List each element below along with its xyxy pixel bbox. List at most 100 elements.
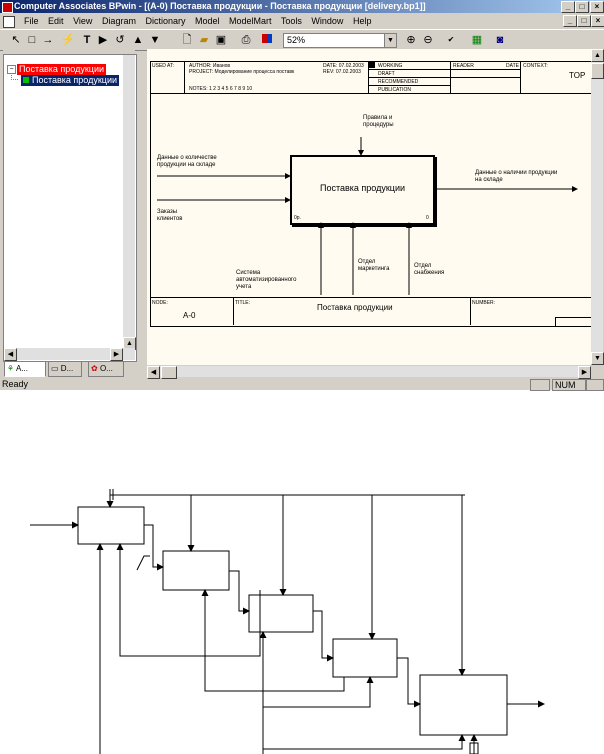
modelmart-icon[interactable]: ◙ [496,34,504,46]
explorer-title-bar [3,50,135,54]
title-value: Поставка продукции [317,303,393,312]
bpwin-window: Computer Associates BPwin - [(A-0) Поста… [0,0,604,391]
status-recommended: RECOMMENDED [378,79,419,85]
canvas-scroll-left-button[interactable]: ◀ [147,366,160,379]
undo-icon[interactable]: ↺ [115,34,125,46]
tree-root-item[interactable]: Поставка продукции [17,64,107,75]
header-col [450,77,520,78]
header-col [450,69,520,70]
doc-restore-button[interactable]: □ [577,15,591,27]
header-col [368,69,450,70]
canvas-vertical-scrollbar[interactable]: ▲ ▼ [591,49,604,365]
tab-activities[interactable]: ⚘ A... [4,361,46,377]
activity-box[interactable]: Поставка продукции 0р. 0 [290,155,435,225]
block-3 [248,594,314,633]
notes-text: NOTES: 1 2 3 4 5 6 7 8 9 10 [189,86,253,92]
status-working: WORKING [378,63,403,69]
menu-diagram[interactable]: Diagram [101,16,136,26]
doc-close-button[interactable]: × [591,15,604,27]
header-divider [150,93,591,94]
footer-col [233,297,234,325]
activity-number: 0 [426,215,429,221]
number-label: NUMBER: [472,300,496,306]
doc-icon[interactable] [3,16,15,28]
block-4 [332,638,398,678]
output-label: Данные о наличии продукции на складе [475,170,558,183]
menu-tools[interactable]: Tools [280,16,302,26]
zoom-value: 52% [287,35,306,45]
status-panel [586,379,604,391]
zoom-out-icon[interactable]: ⊖ [423,34,433,46]
num-lock-indicator: NUM [552,379,586,391]
pointer-tool-icon[interactable]: ↖ [11,34,21,46]
tree-horizontal-scrollbar[interactable]: ◀ ▶ [4,348,135,361]
save-icon[interactable]: ▣ [215,34,227,46]
canvas-scroll-right-button[interactable]: ▶ [578,366,591,379]
activity-icon [23,77,29,83]
menu-dictionary[interactable]: Dictionary [145,16,186,26]
explorer-tabs: ⚘ A... ▭ D... ✿ O... [4,361,138,377]
down-level-icon[interactable]: ▼ [149,34,161,46]
status-publication: PUBLICATION [378,87,411,93]
status-bar: Ready NUM [0,379,604,391]
working-checkbox [369,62,375,68]
menu-file[interactable]: File [24,16,39,26]
canvas-horizontal-scrollbar[interactable]: ◀ ▶ [147,366,591,379]
mechanism-label-1: Система автоматизированного учета [236,270,297,290]
input-label-2: Заказы клиентов [157,209,183,222]
diagram-canvas[interactable]: USED AT: AUTHOR: Иванов PROJECT: Моделир… [147,49,591,365]
squiggle-tool-icon[interactable]: ⚡ [61,34,75,46]
open-file-icon[interactable]: ▰ [199,34,209,46]
chevron-down-icon[interactable]: ▼ [384,34,396,47]
color-icon[interactable] [260,33,274,47]
rev-text: REV: 07.02.2003 [323,69,361,75]
scroll-right-button[interactable]: ▶ [110,348,123,361]
zoom-select[interactable]: 52% ▼ [283,33,397,48]
tab-diagrams[interactable]: ▭ D... [48,361,82,377]
footer-box [555,317,591,326]
tree-child-item[interactable]: Поставка продукции [21,75,120,86]
menu-edit[interactable]: Edit [48,16,64,26]
up-level-icon[interactable]: ▲ [132,34,144,46]
menu-view[interactable]: View [73,16,93,26]
spell-check-icon[interactable]: ✔ [447,35,455,44]
tab-objects[interactable]: ✿ O... [88,361,124,377]
menu-model[interactable]: Model [195,16,220,26]
arrow-tool-icon[interactable]: → [42,34,54,46]
maximize-button[interactable]: □ [575,1,589,13]
doc-minimize-button[interactable]: _ [563,15,577,27]
mechanism-label-3: Отдел снабжения [414,263,445,276]
new-file-icon[interactable]: 🗋 [182,34,192,46]
canvas-hscroll-thumb[interactable] [161,366,177,379]
input-label-1: Данные о количестве продукции на складе [157,155,217,168]
author-text: AUTHOR: Иванов [189,63,231,69]
tree-vertical-scrollbar[interactable]: ▲ [123,55,136,350]
activity-cost: 0р. [294,215,301,221]
zoom-in-icon[interactable]: ⊕ [406,34,416,46]
used-at-label: USED AT: [152,63,174,69]
minimize-button[interactable]: _ [561,1,575,13]
model-tree: − Поставка продукции Поставка продукции … [3,54,137,362]
close-button[interactable]: × [590,1,604,13]
window-title: Computer Associates BPwin - [(A-0) Поста… [14,1,426,11]
text-tool-icon[interactable]: T [83,34,91,46]
status-draft: DRAFT [378,71,395,77]
status-panel [530,379,550,391]
print-icon[interactable]: ⎙ [241,34,251,46]
diagram-frame [150,61,591,327]
menu-modelmart[interactable]: ModelMart [229,16,272,26]
box-tool-icon[interactable]: □ [28,34,36,46]
next-level-icon[interactable]: ▶ [98,34,108,46]
menu-help[interactable]: Help [352,16,372,26]
context-label: CONTEXT: [523,63,548,69]
model-explorer-icon[interactable]: ▦ [471,34,483,46]
canvas-scroll-up-button[interactable]: ▲ [591,49,604,62]
canvas-scroll-thumb[interactable] [591,63,604,79]
staircase-diagram [30,489,545,754]
menu-window[interactable]: Window [311,16,344,26]
canvas-scroll-down-button[interactable]: ▼ [591,352,604,365]
status-text: Ready [2,379,29,389]
scroll-left-button[interactable]: ◀ [4,348,17,361]
block-2 [162,550,230,591]
node-value: A-0 [183,311,196,320]
